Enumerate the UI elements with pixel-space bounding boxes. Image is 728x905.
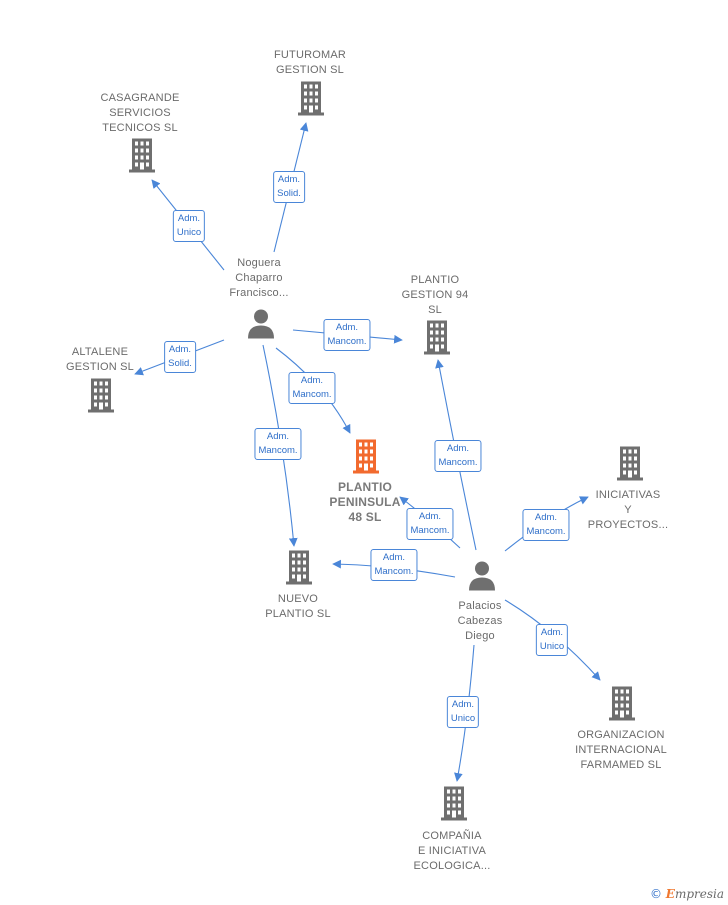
label-altalene[interactable]: ALTALENE GESTION SL bbox=[65, 346, 135, 373]
role-badge-plantio94-noguera: Adm. Mancom. bbox=[323, 319, 371, 351]
person-icon-noguera[interactable] bbox=[246, 309, 276, 344]
label-plantio94[interactable]: PLANTIO GESTION 94 SL bbox=[401, 274, 469, 316]
label-peninsula[interactable]: PLANTIO PENINSULA 48 SL bbox=[329, 480, 401, 524]
label-futuromar[interactable]: FUTUROMAR GESTION SL bbox=[273, 49, 347, 76]
role-badge-altalene: Adm. Solid. bbox=[164, 341, 196, 373]
role-badge-nuevo-noguera: Adm. Mancom. bbox=[254, 428, 302, 460]
brand-initial: E bbox=[665, 887, 675, 901]
building-icon-casagrande[interactable] bbox=[127, 138, 157, 178]
label-compania[interactable]: COMPAÑIA E INICIATIVA ECOLOGICA... bbox=[413, 830, 491, 872]
label-organizacion[interactable]: ORGANIZACION INTERNACIONAL FARMAMED SL bbox=[575, 729, 667, 771]
role-badge-nuevo-palacios: Adm. Mancom. bbox=[370, 549, 418, 581]
building-icon-plantio94[interactable] bbox=[422, 320, 452, 360]
building-icon-nuevo[interactable] bbox=[284, 550, 314, 590]
building-icon-futuromar[interactable] bbox=[296, 81, 326, 121]
brand-logo: © Empresia bbox=[650, 887, 724, 901]
label-noguera[interactable]: Noguera Chaparro Francisco... bbox=[229, 257, 289, 299]
label-casagrande[interactable]: CASAGRANDE SERVICIOS TECNICOS SL bbox=[100, 92, 180, 134]
copyright-symbol: © bbox=[649, 887, 662, 901]
building-icon-organizacion[interactable] bbox=[607, 686, 637, 726]
role-badge-peninsula-noguera: Adm. Mancom. bbox=[288, 372, 336, 404]
building-icon-iniciativas[interactable] bbox=[615, 446, 645, 486]
role-badge-iniciativas: Adm. Mancom. bbox=[522, 509, 570, 541]
role-badge-compania: Adm. Unico bbox=[446, 696, 480, 728]
role-badge-peninsula-palacios: Adm. Mancom. bbox=[406, 508, 454, 540]
building-icon-peninsula-highlight[interactable] bbox=[351, 439, 381, 479]
person-icon-palacios[interactable] bbox=[467, 561, 497, 596]
label-nuevo[interactable]: NUEVO PLANTIO SL bbox=[265, 593, 331, 620]
role-badge-organizacion: Adm. Unico bbox=[535, 624, 569, 656]
brand-name: mpresia bbox=[674, 887, 724, 901]
building-icon-altalene[interactable] bbox=[86, 378, 116, 418]
role-badge-casagrande: Adm. Unico bbox=[172, 210, 206, 242]
label-iniciativas[interactable]: INICIATIVAS Y PROYECTOS... bbox=[587, 489, 669, 531]
building-icon-compania[interactable] bbox=[439, 786, 469, 826]
role-badge-futuromar: Adm. Solid. bbox=[273, 171, 305, 203]
label-palacios[interactable]: Palacios Cabezas Diego bbox=[457, 600, 503, 642]
role-badge-plantio94-palacios: Adm. Mancom. bbox=[434, 440, 482, 472]
